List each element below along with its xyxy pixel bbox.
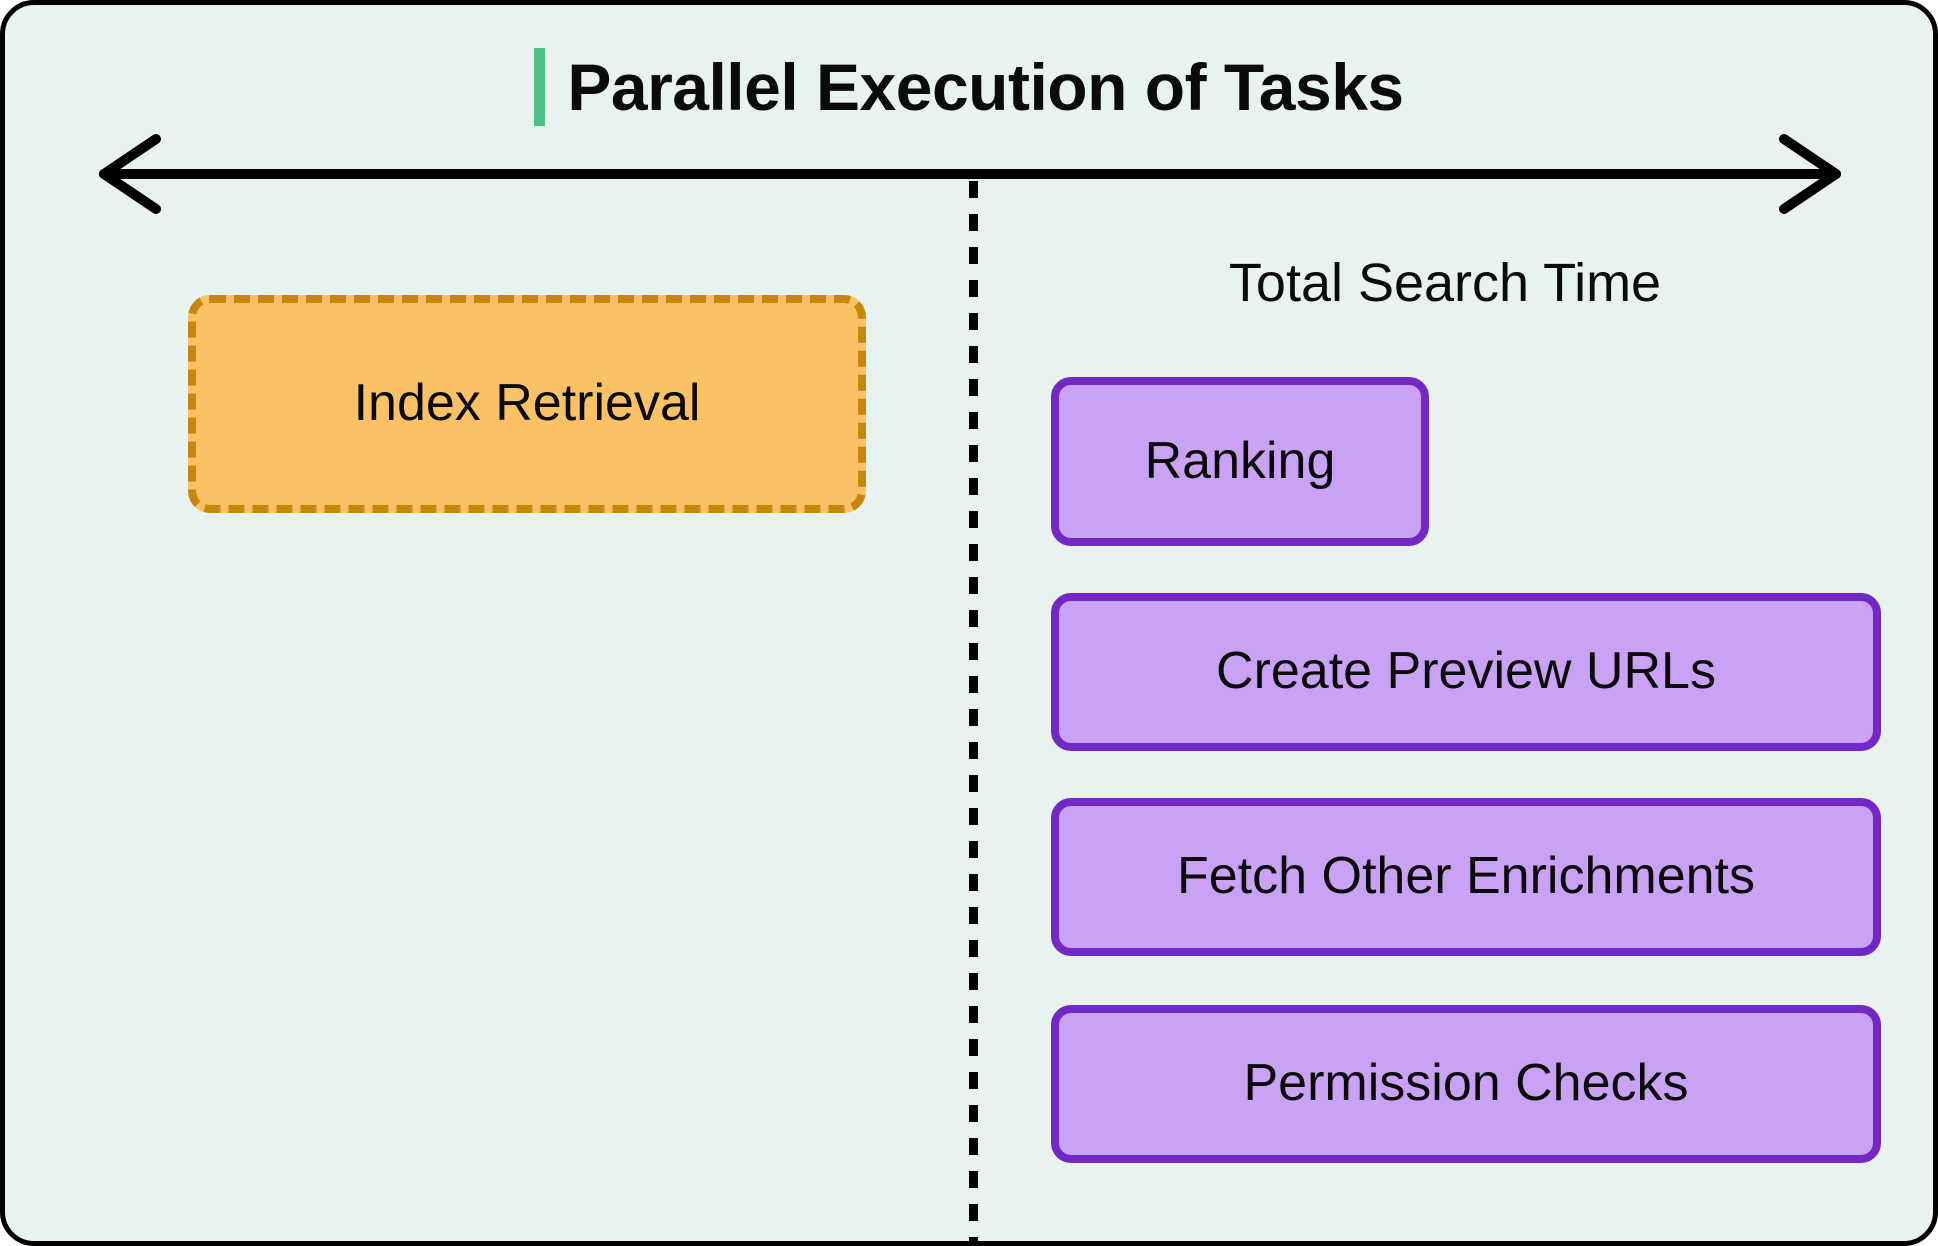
task-box-fetch-other-enrichments[interactable]: Fetch Other Enrichments (1051, 798, 1881, 956)
task-box-ranking[interactable]: Ranking (1051, 377, 1429, 546)
page-title-text: Parallel Execution of Tasks (567, 50, 1404, 124)
vertical-dashed-line-icon (969, 181, 978, 1241)
task-box-create-preview-urls[interactable]: Create Preview URLs (1051, 593, 1881, 751)
task-label-ranking: Ranking (1144, 431, 1336, 490)
task-label-fetch-other-enrichments: Fetch Other Enrichments (1177, 847, 1755, 906)
title-accent-bar (534, 48, 546, 126)
task-label-index-retrieval: Index Retrieval (353, 374, 701, 433)
task-label-permission-checks: Permission Checks (1243, 1054, 1689, 1113)
page-title: Parallel Execution of Tasks (5, 33, 1933, 141)
task-box-permission-checks[interactable]: Permission Checks (1051, 1005, 1881, 1163)
task-box-index-retrieval[interactable]: Index Retrieval (188, 295, 866, 513)
double-headed-arrow-icon (99, 134, 1841, 214)
total-search-time-label: Total Search Time (1228, 253, 1662, 313)
task-label-create-preview-urls: Create Preview URLs (1216, 642, 1716, 701)
